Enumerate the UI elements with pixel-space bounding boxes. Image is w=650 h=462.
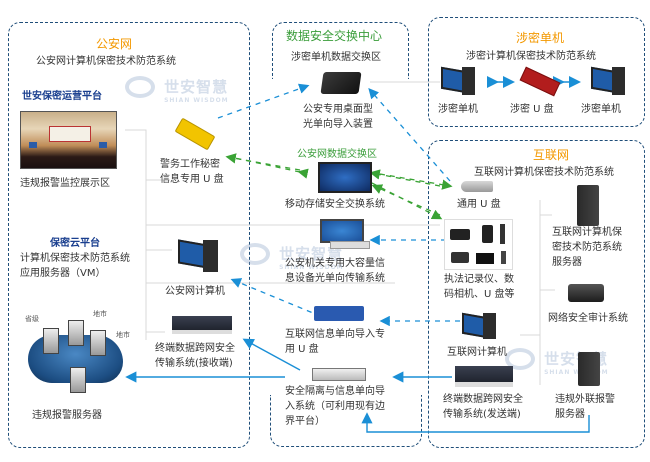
arrow-outreach-to-isolation <box>361 412 590 433</box>
arrow-devices-mobile <box>371 184 441 216</box>
sender-label: 终端数据跨网安全 传输系统(发送端) <box>443 394 523 420</box>
cloud-tag-city: 地市 <box>116 331 130 339</box>
zone-subtitle-exchange-center: 涉密单机数据交换区 <box>291 52 381 63</box>
arrow-generic-to-optical <box>368 88 451 182</box>
cloud-tag-province: 省级 <box>25 315 39 323</box>
arrow-usb-to-optical <box>217 83 310 119</box>
zone-classified <box>428 17 645 127</box>
cloud-tag-city: 地市 <box>93 310 107 318</box>
devices-label: 执法记录仪、数 码相机、U 盘等 <box>444 274 515 300</box>
arrow-mobile-devices <box>371 182 443 220</box>
optical-import-label: 公安专用桌面型 光单向导入装置 <box>303 104 373 130</box>
devices-image <box>444 219 513 270</box>
large-capacity-screen-icon <box>320 219 364 243</box>
arrow-isolation-to-receiver <box>242 338 301 371</box>
cloud-platform-desc: 计算机保密技术防范系统 应用服务器（VM） <box>20 253 130 279</box>
zone-public-security <box>8 22 250 448</box>
generic-usb-label: 通用 U 盘 <box>457 199 501 210</box>
outreach-server-label: 违规外联报警 服务器 <box>555 394 615 420</box>
zone-title-classified: 涉密单机 <box>516 31 565 45</box>
isolation-device-icon <box>312 368 366 381</box>
sender-device-icon <box>455 366 513 387</box>
internet-usb-icon <box>314 306 364 321</box>
zone-title-internet: 互联网 <box>533 148 570 162</box>
server-icon <box>90 330 106 356</box>
zone-internet <box>428 140 645 448</box>
generic-usb-icon <box>461 181 493 192</box>
large-capacity-base-icon <box>330 241 370 249</box>
classified-pc-right-label: 涉密单机 <box>581 104 621 115</box>
server-icon <box>43 328 59 354</box>
receiver-device-icon <box>172 316 232 334</box>
zone-title-public-security: 公安网 <box>96 37 133 51</box>
large-capacity-label: 公安机关专用大容量信 息设备光单向传输系统 <box>285 258 385 284</box>
internet-usb-label: 互联网信息单向导入专 用 U 盘 <box>285 329 385 355</box>
ops-platform-title: 世安保密运营平台 <box>22 91 102 102</box>
audit-label: 网络安全审计系统 <box>548 313 628 324</box>
zone-exchange-center <box>272 22 409 79</box>
classified-pc-tower <box>462 67 475 95</box>
mobile-storage-label: 移动存储安全交换系统 <box>285 199 385 210</box>
outreach-server-icon <box>578 352 600 386</box>
monitor-wall-image <box>20 111 117 169</box>
isolation-label: 安全隔离与信息单向导 入系统（可利用现有边 界平台） <box>285 386 385 427</box>
arrow-to-policeusb <box>225 153 301 171</box>
internet-computer-tower <box>483 313 496 339</box>
zone-subtitle-public-security: 公安网计算机保密技术防范系统 <box>36 56 176 67</box>
ps-computer-label: 公安网计算机 <box>165 286 225 297</box>
zone-subtitle-internet: 互联网计算机保密技术防范系统 <box>474 167 614 178</box>
zone-bottom-exchange <box>270 395 422 447</box>
internet-server-label: 互联网计算机保 密技术防范系统 服务器 <box>552 227 622 268</box>
internet-server-icon <box>577 185 599 226</box>
classified-usb-label: 涉密 U 盘 <box>510 104 554 115</box>
arrow-mobile-to-policeusb <box>229 156 309 179</box>
tree-line <box>125 129 147 340</box>
police-usb-label: 警务工作秘密 信息专用 U 盘 <box>160 159 224 185</box>
audit-device-icon <box>568 284 604 302</box>
arrow-inetusb-to-pspc <box>230 278 331 321</box>
mobile-storage-screen-icon <box>318 162 372 193</box>
classified-pc-left-label: 涉密单机 <box>438 104 478 115</box>
alarm-server-label: 违规报警服务器 <box>32 410 102 421</box>
arrow-mobile-generic <box>379 173 453 190</box>
server-icon <box>68 320 84 346</box>
arrow-generic-mobile <box>369 169 441 187</box>
monitor-label: 违规报警监控展示区 <box>20 178 110 189</box>
ps-exchange-zone-title: 公安网数据交换区 <box>297 149 377 160</box>
cloud-platform-title: 保密云平台 <box>50 238 100 249</box>
optical-import-device-icon <box>320 72 362 94</box>
zone-subtitle-classified: 涉密计算机保密技术防范系统 <box>466 51 596 62</box>
classified-pc-tower <box>612 67 625 95</box>
ps-computer-tower <box>203 240 218 272</box>
zone-title-exchange-center: 数据安全交换中心 <box>286 29 383 43</box>
receiver-label: 终端数据跨网安全 传输系统(接收端) <box>155 343 235 369</box>
inet-computer-label: 互联网计算机 <box>447 347 507 358</box>
server-icon <box>70 367 86 393</box>
